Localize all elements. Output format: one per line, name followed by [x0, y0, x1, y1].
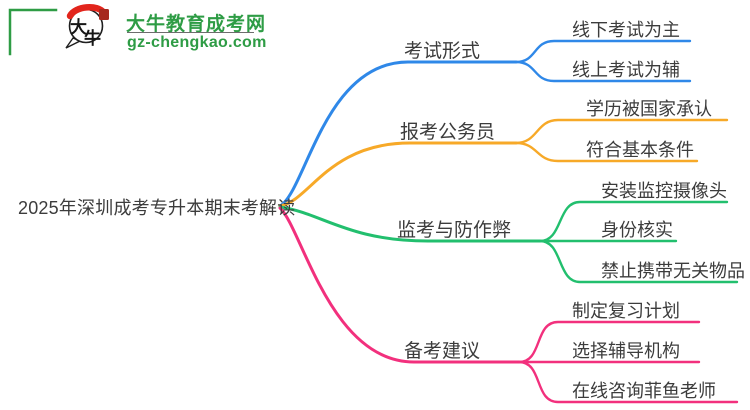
logo-icon: 大 牛 — [65, 4, 109, 49]
leaf-label-online-exam: 线上考试为辅 — [572, 60, 680, 80]
branch-line-invigilation — [278, 205, 542, 243]
logo-char-niu: 牛 — [84, 28, 101, 48]
leaf-line-online-consult — [517, 360, 739, 404]
branch-label-prep-advice: 备考建议 — [404, 341, 481, 362]
corner-bracket-decoration — [8, 8, 58, 56]
branch-label-civil-service: 报考公务员 — [400, 122, 496, 143]
leaf-label-study-plan: 制定复习计划 — [572, 301, 680, 321]
leaf-line-basic-conditions — [514, 141, 699, 163]
branch-line-civil-service — [278, 141, 518, 208]
leaf-label-tutoring-agency: 选择辅导机构 — [572, 341, 680, 361]
leaf-line-degree-recognized — [514, 118, 729, 145]
leaf-line-study-plan — [517, 320, 701, 364]
branch-line-exam-format — [278, 60, 518, 208]
leaf-label-online-consult: 在线咨询菲鱼老师 — [572, 381, 716, 401]
site-logo-domain: gz-chengkao.com — [127, 34, 267, 51]
leaf-line-no-items — [538, 239, 739, 284]
leaf-label-degree-recognized: 学历被国家承认 — [586, 99, 712, 119]
leaf-line-offline-exam — [514, 39, 692, 64]
leaf-label-identity-check: 身份核实 — [601, 220, 673, 240]
branch-label-invigilation: 监考与防作弊 — [397, 220, 512, 241]
leaf-label-no-items: 禁止携带无关物品 — [601, 261, 745, 281]
leaf-label-basic-conditions: 符合基本条件 — [586, 140, 694, 160]
branch-label-exam-format: 考试形式 — [404, 41, 481, 62]
leaf-label-cameras: 安装监控摄像头 — [601, 181, 727, 201]
leaf-line-online-exam — [514, 60, 692, 83]
leaf-label-offline-exam: 线下考试为主 — [572, 20, 680, 40]
site-logo-title: 大牛教育成考网 — [126, 14, 267, 35]
logo-char-da: 大 — [70, 17, 87, 37]
logo-divider — [127, 32, 254, 33]
branch-line-prep-advice — [278, 206, 521, 364]
logo-seal-stamp — [99, 9, 109, 20]
leaf-line-cameras — [538, 200, 729, 243]
central-topic: 2025年深圳成考专升本期末考解读 — [18, 198, 296, 218]
